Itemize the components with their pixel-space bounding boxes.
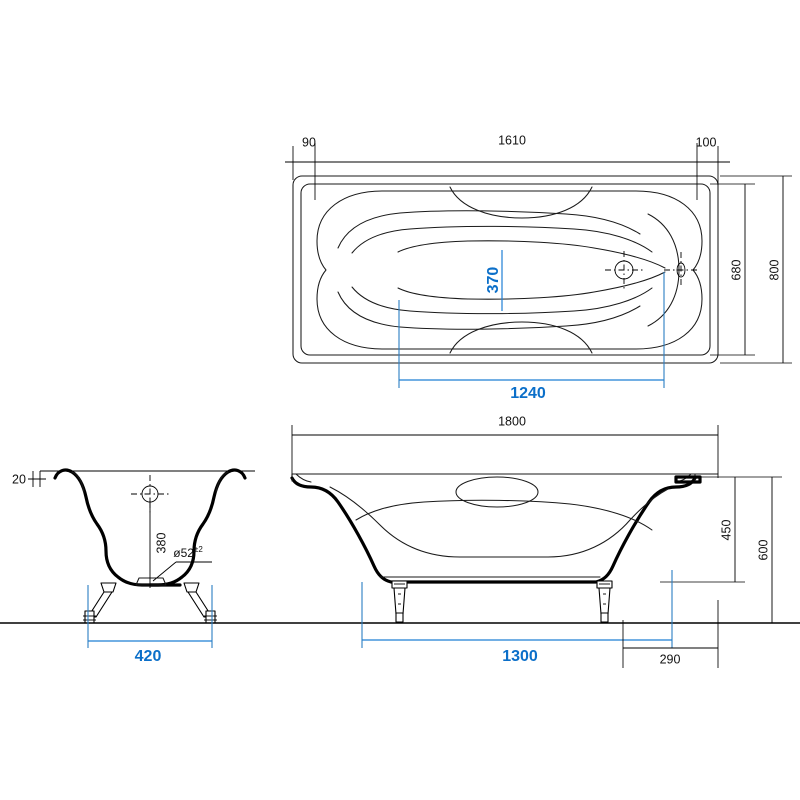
- top-view-headrest-arc-bottom: [449, 321, 593, 354]
- dimension-100-label: 100: [696, 135, 717, 149]
- dimension-1240-label: 1240: [510, 385, 546, 402]
- drain-diameter-prefix: ø52: [173, 546, 194, 560]
- dimension-600-label: 600: [756, 540, 770, 561]
- dimension-680-label: 680: [729, 260, 743, 281]
- side-section-view: 20 380 ø52±2 420: [0, 468, 300, 665]
- dimension-1800-label: 1800: [498, 414, 526, 428]
- dimension-1610-group: 90 1610 100: [285, 133, 730, 200]
- dimension-420-label: 420: [135, 648, 162, 665]
- dimension-380-group: 380: [149, 498, 168, 588]
- dimension-370-label: 370: [485, 267, 502, 294]
- dimension-1800-group: 1800: [291, 414, 719, 478]
- top-view-outer-rim: [292, 175, 719, 364]
- dimension-680-group: 680: [710, 183, 755, 356]
- front-view-bowl-contour: [329, 486, 669, 558]
- dimension-290-group: 290: [622, 600, 719, 668]
- leg-left-front-view: [391, 580, 408, 623]
- dimension-380-label: 380: [154, 533, 168, 554]
- front-view-body-outline: [290, 476, 697, 584]
- drain-diameter-callout: ø52±2: [152, 545, 212, 582]
- dimension-800-group: 800: [720, 175, 792, 364]
- top-view-contour-lower-3: [397, 271, 666, 300]
- top-view-contour-lower-1: [337, 291, 641, 330]
- dimension-450-label: 450: [719, 520, 733, 541]
- leg-right-front-view: [596, 580, 613, 623]
- dimension-1610-label: 1610: [498, 133, 526, 147]
- top-view-inner-rim: [300, 183, 711, 356]
- dimension-20-label: 20: [12, 472, 26, 486]
- dimension-800-label: 800: [767, 260, 781, 281]
- top-view-contour-upper-3: [397, 240, 666, 269]
- top-view-contour-upper-2: [351, 225, 653, 254]
- top-view-headrest-arc-top: [449, 186, 593, 219]
- top-view-contour-lower-2: [351, 286, 653, 315]
- dimension-1300-label: 1300: [502, 648, 538, 665]
- top-view-contour-upper-1: [337, 210, 641, 249]
- front-view-headrest-ellipse: [455, 476, 539, 508]
- drain-diameter-label: ø52±2: [173, 545, 203, 560]
- drain-diameter-tolerance: ±2: [194, 545, 203, 554]
- side-view-rim-left: [71, 471, 85, 493]
- dimension-290-label: 290: [660, 652, 681, 666]
- dimension-420-group: 420: [87, 585, 213, 665]
- dimension-1240-group: 1240: [398, 272, 665, 402]
- drain-crosshair: [605, 251, 643, 289]
- front-view-bowl-contour-secondary: [355, 499, 653, 531]
- overflow-crosshair: [664, 252, 698, 288]
- dimension-1300-group: 1300: [361, 570, 673, 665]
- top-view-bowl-outline: [316, 190, 703, 350]
- front-elevation-view: 1800 450 600 1300 290: [290, 414, 800, 668]
- dimension-600-group: 600: [745, 476, 782, 624]
- side-view-drain-boss: [135, 577, 167, 586]
- side-view-rim-right: [215, 471, 229, 493]
- dimension-90-label: 90: [302, 135, 316, 149]
- dimension-450-group: 450: [660, 476, 745, 583]
- top-view: 90 1610 100 680 800 370 1240: [285, 133, 792, 402]
- dimension-370-group: 370: [485, 250, 503, 311]
- dimension-20-group: 20: [12, 471, 46, 487]
- leg-right-side-view: [183, 582, 217, 624]
